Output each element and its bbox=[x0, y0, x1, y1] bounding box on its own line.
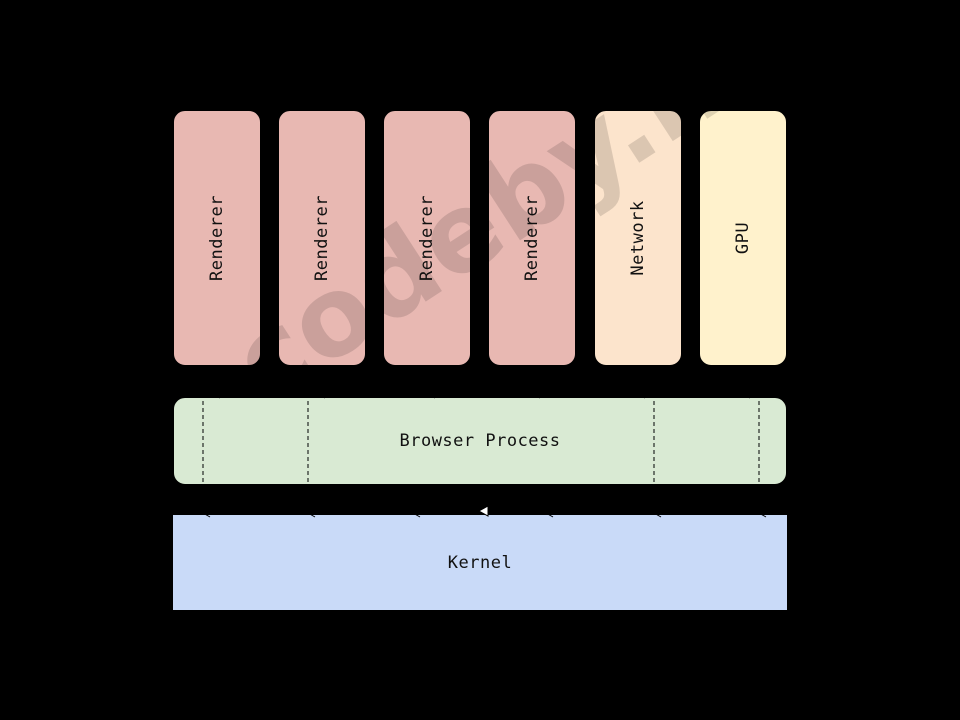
gpu-process: GPU bbox=[699, 110, 787, 366]
renderer-process-1: Renderer bbox=[173, 110, 261, 366]
renderer-process-2: Renderer bbox=[278, 110, 366, 366]
browser-process-label: Browser Process bbox=[399, 431, 561, 451]
renderer-process-3: Renderer bbox=[383, 110, 471, 366]
kernel-label: Kernel bbox=[447, 552, 513, 573]
browser-to-kernel-arrows bbox=[411, 487, 554, 518]
renderer-process-4-label: Renderer bbox=[522, 195, 542, 281]
network-process-label: Network bbox=[628, 200, 648, 276]
network-process: Network bbox=[594, 110, 682, 366]
renderer-process-3-label: Renderer bbox=[417, 195, 437, 281]
renderer-process-4: Renderer bbox=[488, 110, 576, 366]
process-to-browser-arrows bbox=[211, 368, 751, 399]
browser-process: Browser Process bbox=[173, 397, 787, 485]
renderer-process-1-label: Renderer bbox=[207, 195, 227, 281]
gpu-process-label: GPU bbox=[733, 221, 753, 255]
kernel-layer: Kernel bbox=[173, 515, 787, 610]
renderer-process-2-label: Renderer bbox=[312, 195, 332, 281]
